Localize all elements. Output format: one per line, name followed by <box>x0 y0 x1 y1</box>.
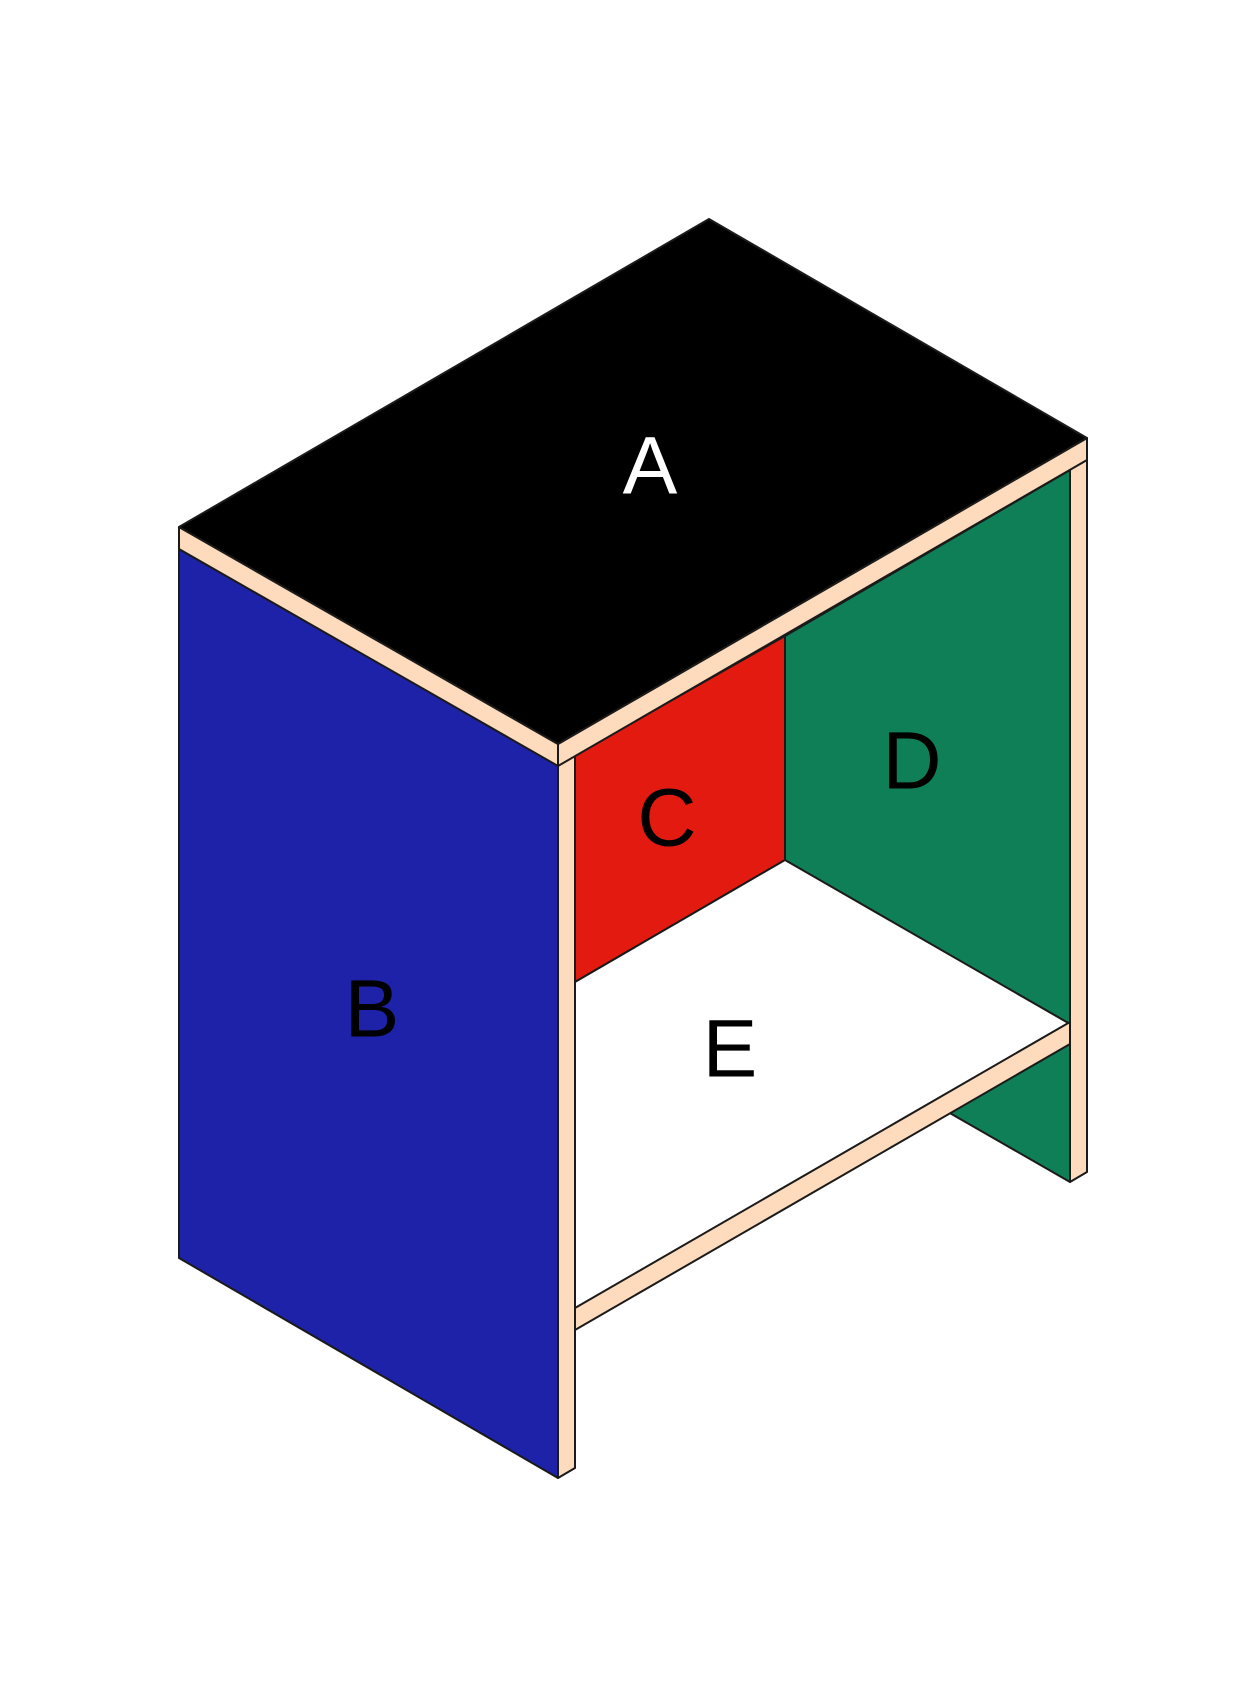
panel-c-label: C <box>637 773 696 864</box>
middle-edge-strip <box>557 749 576 1479</box>
panel-a-label: A <box>623 421 678 512</box>
right-edge-strip <box>1069 451 1088 1183</box>
panel-b-label: B <box>345 964 400 1055</box>
shelf-edge-strip <box>574 1021 1071 1331</box>
panel-a <box>178 218 1088 745</box>
panel-d-label: D <box>882 716 941 807</box>
panel-e-label: E <box>703 1004 758 1095</box>
